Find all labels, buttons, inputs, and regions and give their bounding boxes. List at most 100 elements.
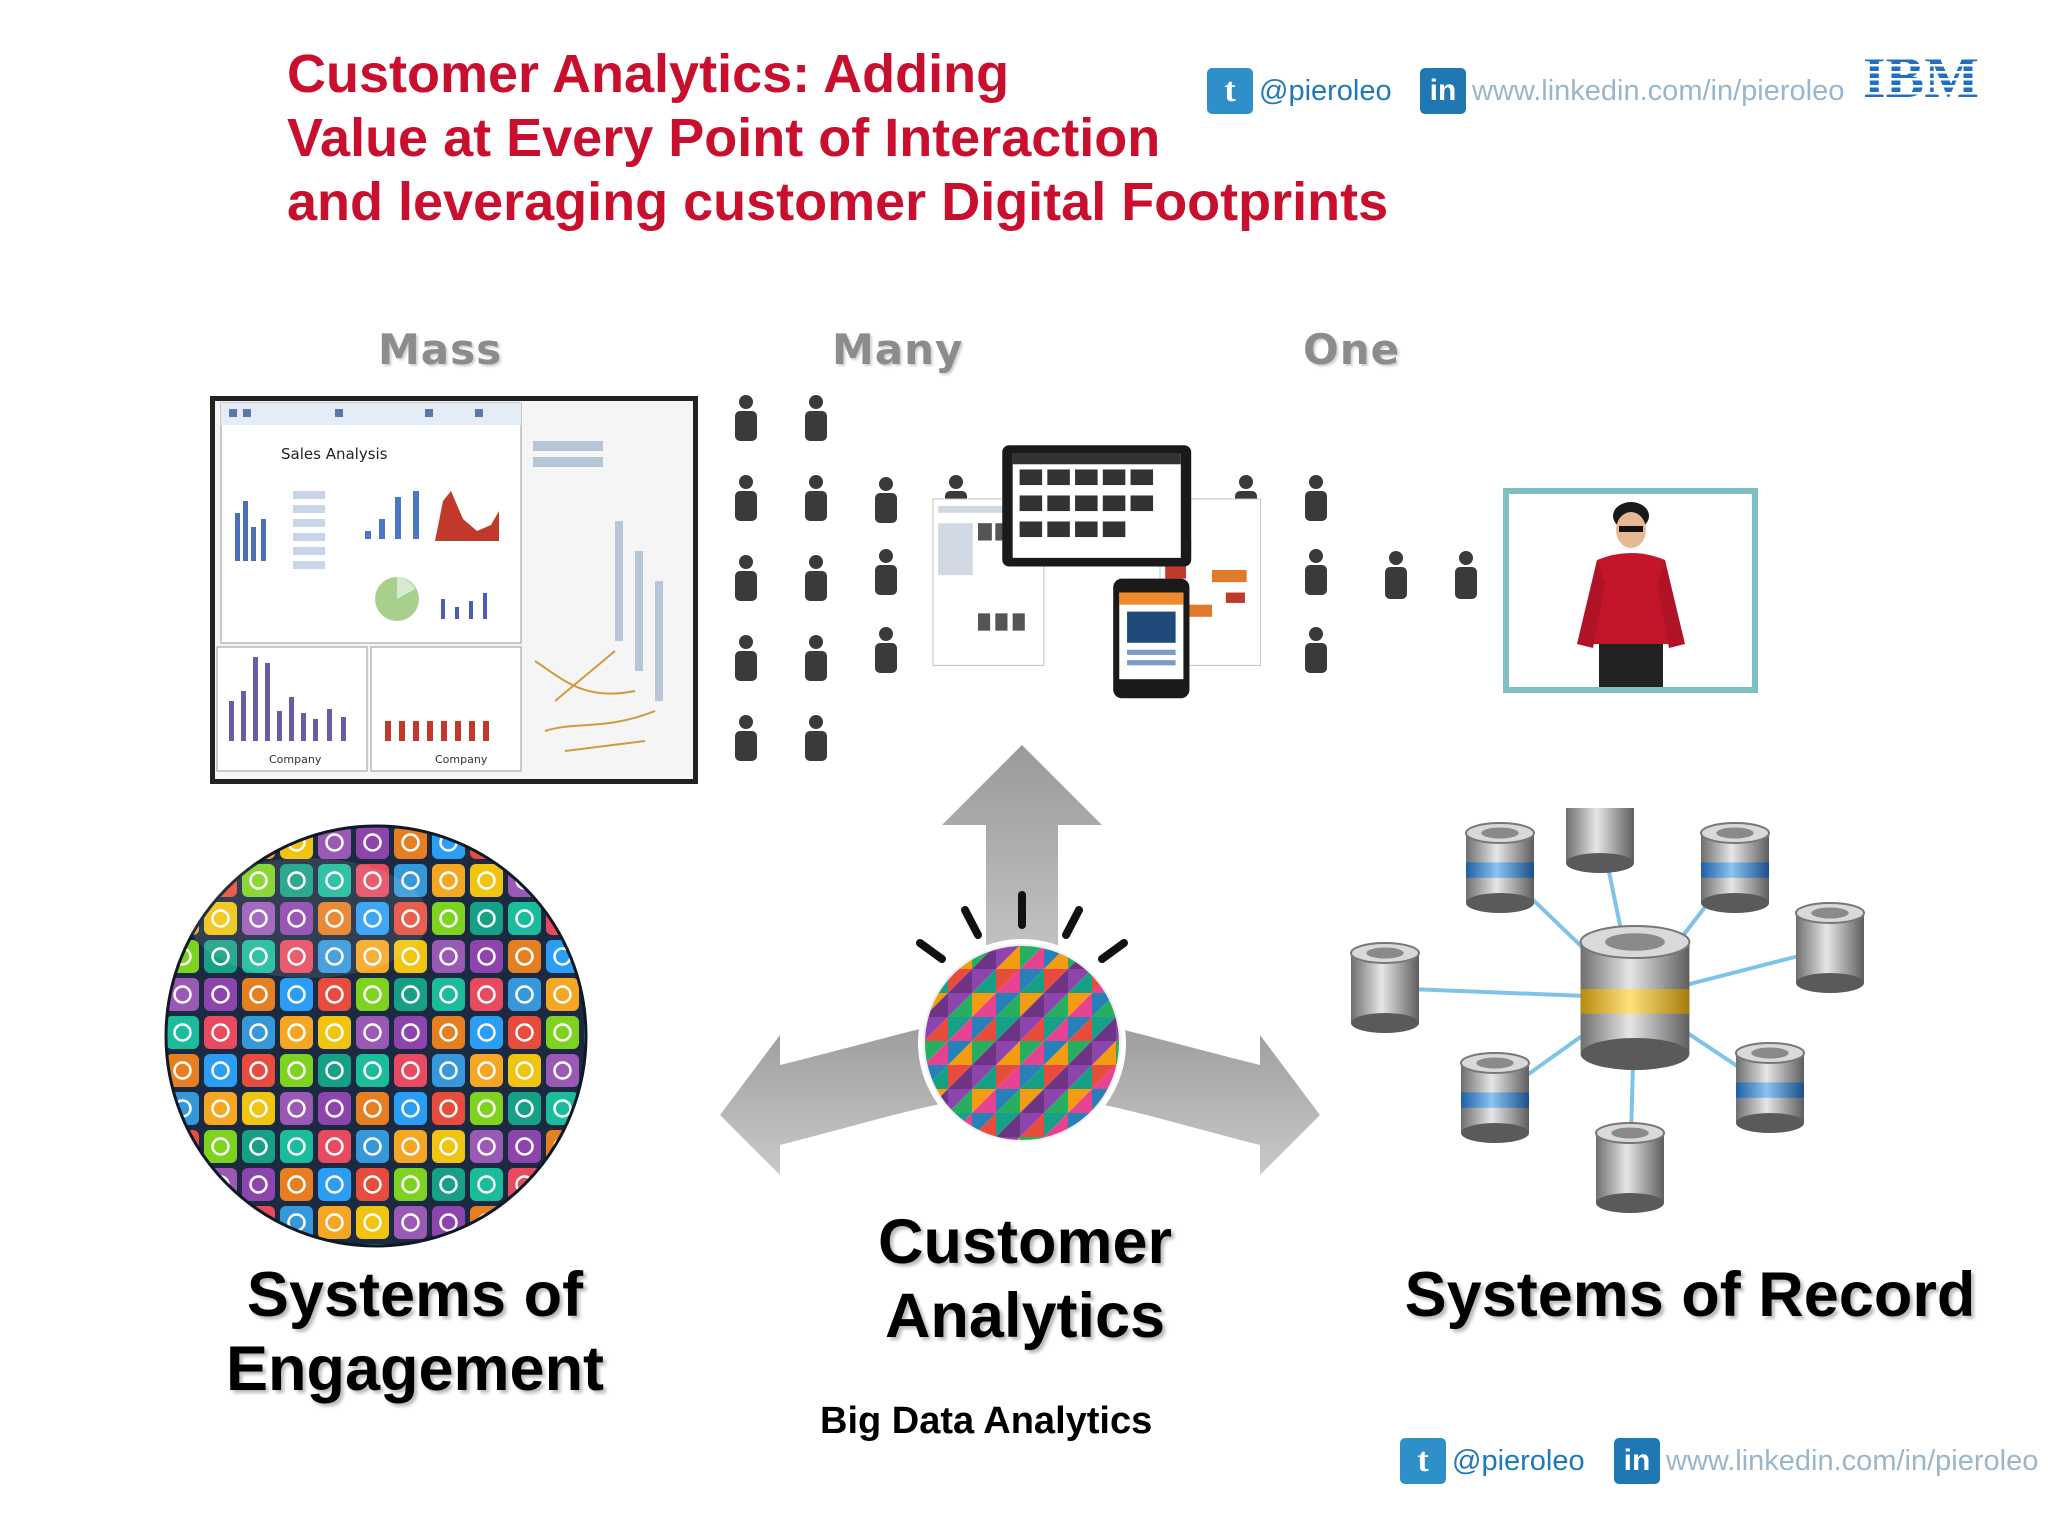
app-icon-tile [584,826,586,859]
app-glyph-icon [439,1061,458,1080]
app-icon-tile [546,1244,579,1246]
app-icon-tile [318,1092,351,1125]
mosaic-tile [948,1137,972,1141]
app-glyph-icon [515,1099,534,1118]
linkedin-url[interactable]: www.linkedin.com/in/pieroleo [1472,74,1845,107]
app-glyph-icon [401,1175,420,1194]
app-glyph-icon [249,833,268,852]
engagement-line-2: Engagement [225,1334,605,1404]
app-glyph-icon [515,1213,534,1232]
app-icon-tile [394,1092,427,1125]
database-icon [1735,1042,1805,1133]
footer-linkedin[interactable]: in www.linkedin.com/in/pieroleo [1614,1438,2038,1484]
mosaic-tile [948,969,972,993]
app-icon-tile [242,1244,275,1246]
app-glyph-icon [173,871,192,890]
twitter-handle[interactable]: @pieroleo [1259,74,1392,107]
header-linkedin[interactable]: in www.linkedin.com/in/pieroleo [1420,68,1844,114]
app-glyph-icon [211,1137,230,1156]
app-glyph-icon [325,909,344,928]
slide-title: Customer Analytics: Adding Value at Ever… [287,42,1487,234]
database-network [1350,808,1865,1213]
mosaic-tile [1068,993,1092,1017]
app-icon-tile [242,864,275,897]
app-glyph-icon [593,987,595,1003]
footer-twitter[interactable]: t @pieroleo [1400,1438,1585,1484]
app-glyph-icon [173,833,192,852]
mosaic-tile [1092,1113,1116,1137]
app-glyph-icon [287,1061,306,1080]
app-glyph-icon [593,1139,595,1155]
app-icon-tile [280,978,313,1011]
app-icon-tile [318,940,351,973]
app-glyph-icon [211,833,230,852]
mosaic-tile [1092,1065,1116,1089]
app-glyph-icon [363,1175,382,1194]
mosaic-tile [1068,1089,1092,1113]
app-glyph-icon [593,1177,595,1193]
app-icon-tile [356,978,389,1011]
app-icon-tile [204,1016,237,1049]
app-icon-tile [432,1016,465,1049]
app-glyph-icon [173,1023,192,1042]
person-icon [875,549,897,595]
app-glyph-icon [553,1061,572,1080]
app-glyph-icon [477,909,496,928]
mosaic-tile [1092,1017,1116,1041]
person-photo [1509,494,1752,687]
app-glyph-icon [287,985,306,1004]
app-icon-tile [318,978,351,1011]
mosaic-tile [1020,1065,1044,1089]
analytics-hub [720,745,1320,1175]
app-icon-tile [508,1016,541,1049]
app-icon-tile [166,1206,199,1239]
mosaic-tile [1044,1089,1068,1113]
app-icon-tile [356,1016,389,1049]
mosaic-tile [1116,969,1120,993]
app-glyph-icon [401,909,420,928]
app-icon-tile [166,1244,199,1246]
app-glyph-icon [593,1063,595,1079]
app-icon-tile [204,1168,237,1201]
app-icon-tile [356,1206,389,1239]
app-glyph-icon [593,1253,595,1255]
app-glyph-icon [439,985,458,1004]
app-icon-tile [508,902,541,935]
person-icon [805,555,827,601]
app-glyph-icon [211,1213,230,1232]
app-glyph-icon [213,1253,229,1255]
mosaic-tile [1020,1089,1044,1113]
app-glyph-icon [517,1253,533,1255]
app-icon-tile [356,902,389,935]
header-twitter[interactable]: t @pieroleo [1207,68,1392,114]
app-icon-tile [394,1054,427,1087]
app-glyph-icon [553,1213,572,1232]
app-glyph-icon [515,1137,534,1156]
person-icon [805,395,827,441]
app-icon-tile [470,1054,503,1087]
linkedin-url[interactable]: www.linkedin.com/in/pieroleo [1666,1444,2039,1477]
mosaic-tile [1068,1017,1092,1041]
app-icon-tile [318,864,351,897]
app-icon-tile [318,1168,351,1201]
engagement-line-1: Systems of [246,1260,584,1330]
mosaic-tile [1116,1137,1120,1141]
app-glyph-icon [363,1023,382,1042]
smarter-planet-rays-icon [916,891,1128,963]
mosaic-tile [972,1089,996,1113]
app-glyph-icon [173,1061,192,1080]
database-icon [1595,1122,1665,1213]
mosaic-tile [948,1017,972,1041]
app-icon-tile [508,1130,541,1163]
app-icon-tile [318,1054,351,1087]
app-icon-tile [508,826,541,859]
app-glyph-icon [363,833,382,852]
app-icon-tile [356,826,389,859]
mosaic-tile [1020,969,1044,993]
app-glyph-icon [515,947,534,966]
mosaic-tile [1020,1113,1044,1137]
database-icon [1566,808,1634,873]
twitter-handle[interactable]: @pieroleo [1452,1444,1585,1477]
mosaic-tile [1092,1137,1116,1141]
mosaic-tile [996,1089,1020,1113]
